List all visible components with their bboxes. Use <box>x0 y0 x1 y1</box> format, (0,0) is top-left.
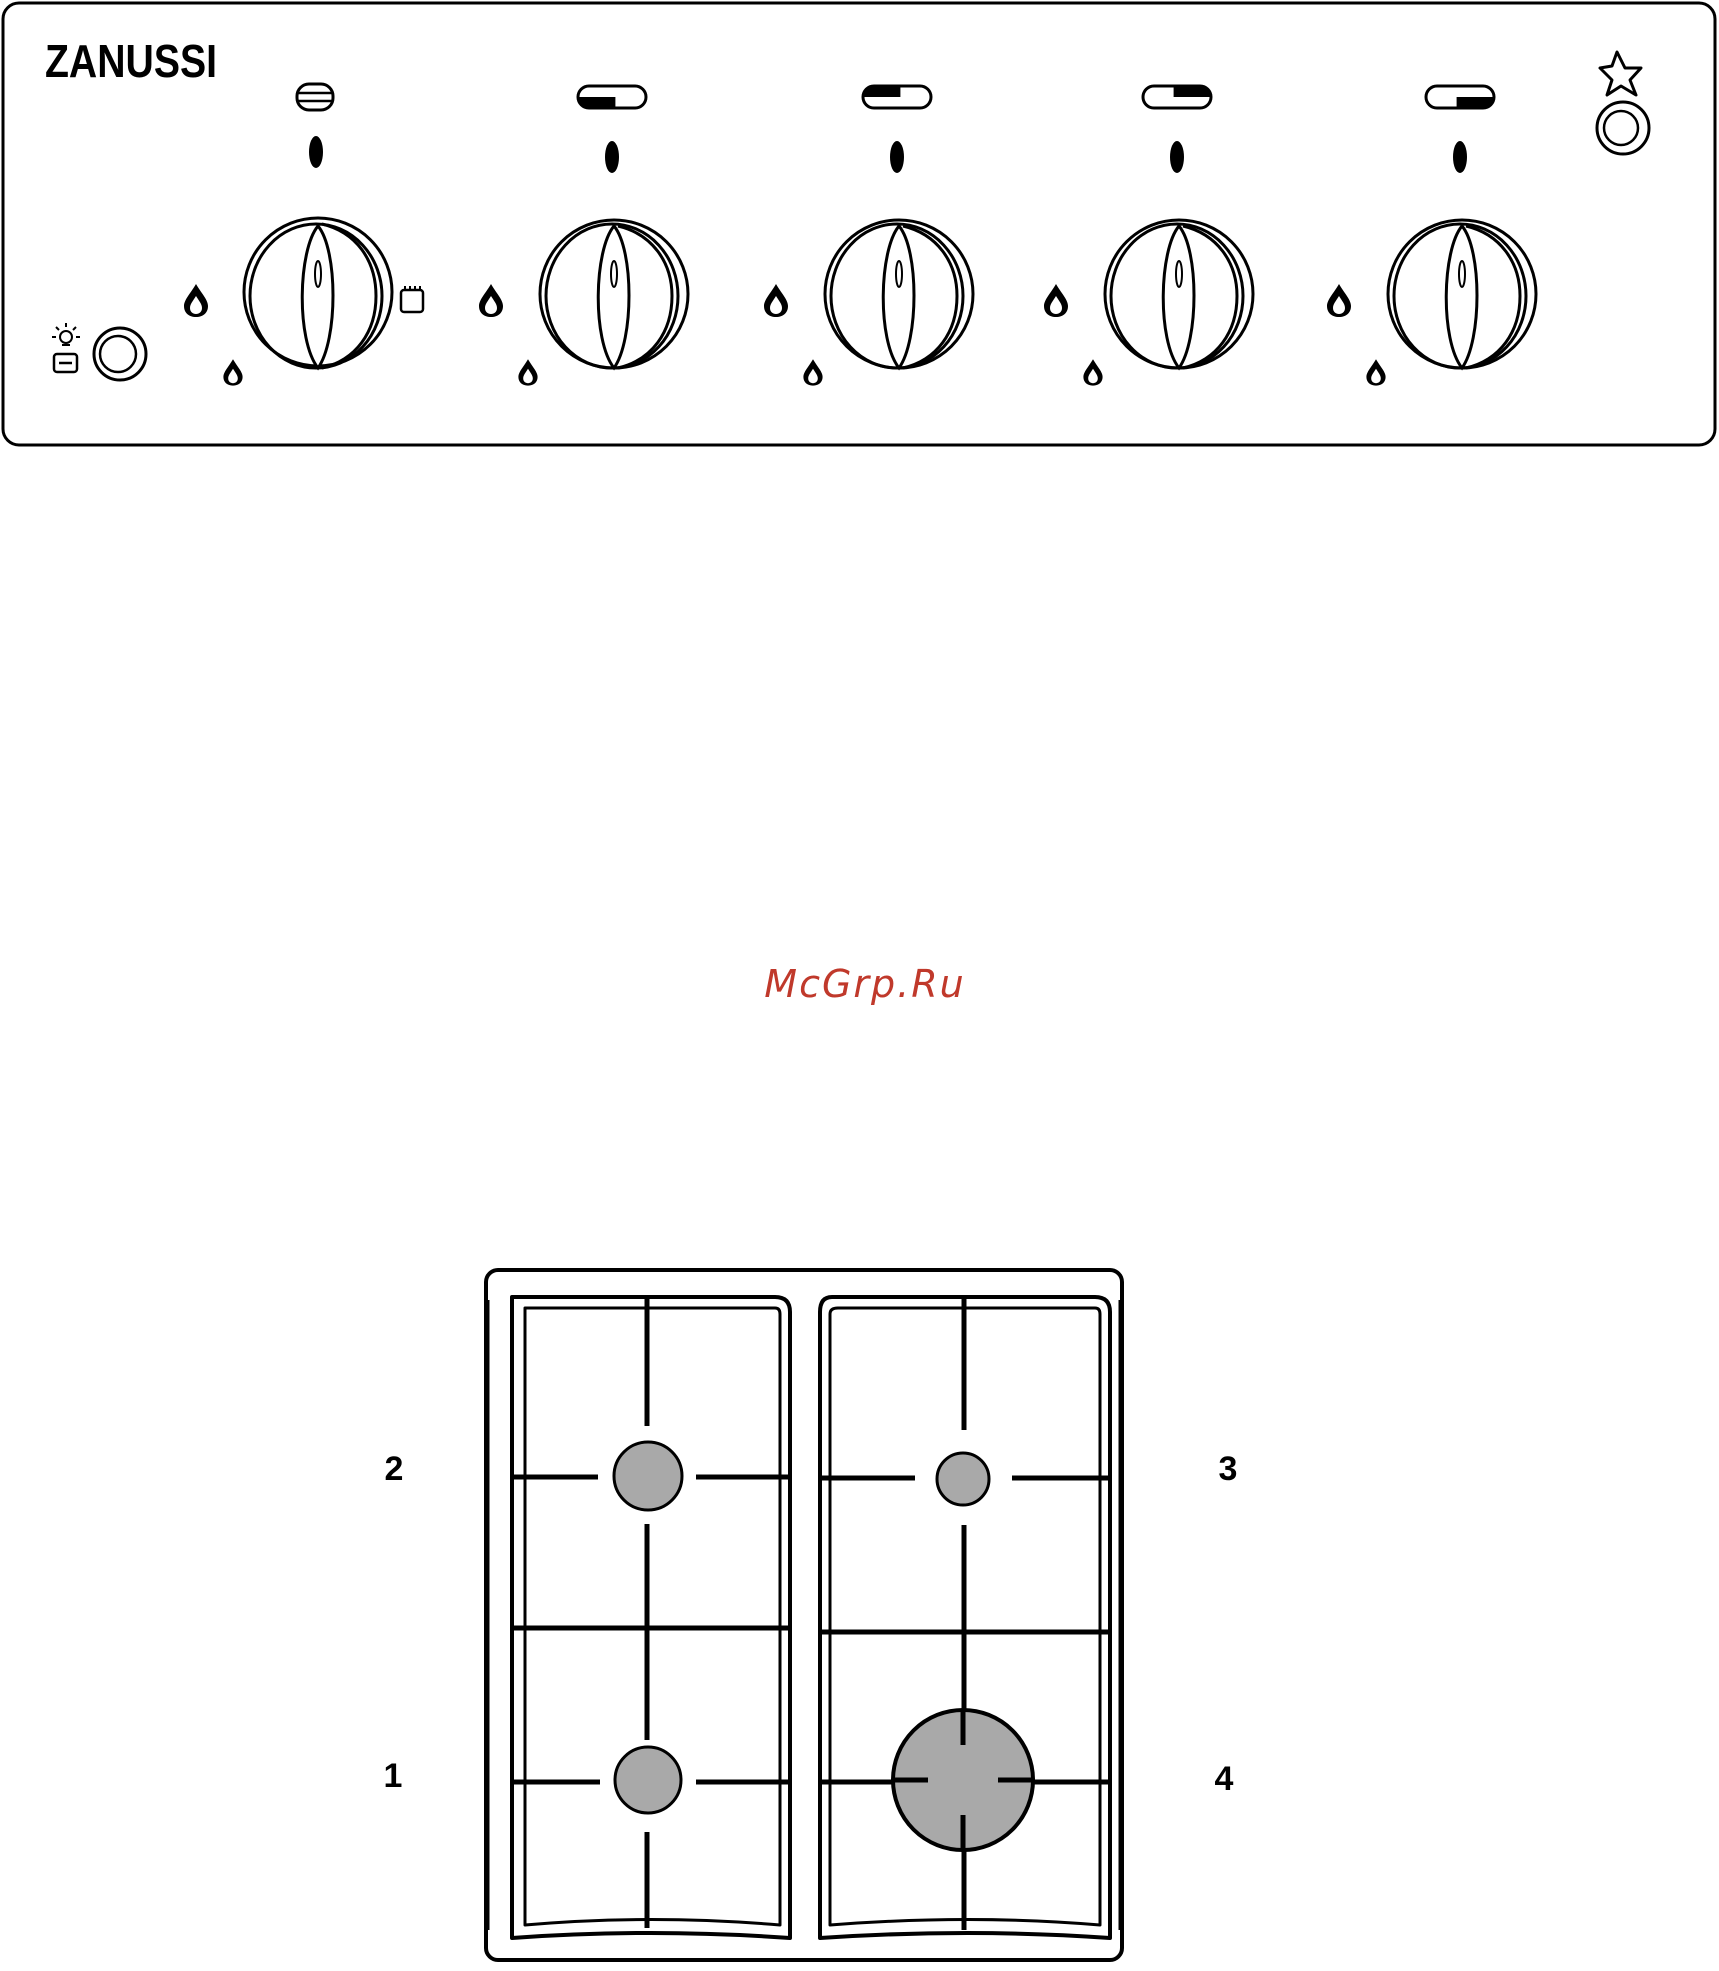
burner-2 <box>614 1442 682 1510</box>
oven-lamp-icon <box>54 354 77 372</box>
indicator-dot <box>605 141 619 173</box>
burner-label-3: 3 <box>1219 1450 1238 1488</box>
burner-3 <box>937 1453 989 1505</box>
watermark: McGrp.Ru <box>764 962 965 1006</box>
burner-3-knob[interactable] <box>1105 220 1253 368</box>
oven-light-button[interactable] <box>94 328 146 380</box>
burner-4 <box>893 1710 1033 1850</box>
indicator-dot <box>1170 141 1184 173</box>
hob-diagram: 2 3 1 4 <box>384 1270 1238 1960</box>
indicator-dot <box>309 136 323 168</box>
burner-1-knob[interactable] <box>540 220 688 368</box>
burner-label-1: 1 <box>384 1757 403 1795</box>
oven-knob[interactable] <box>244 218 392 368</box>
ignition-button[interactable] <box>1597 102 1649 154</box>
burner-2-knob[interactable] <box>825 220 973 368</box>
indicator-dot <box>890 141 904 173</box>
oven-symbol-icon <box>297 84 333 110</box>
grill-icon <box>401 286 423 312</box>
brand-logo: ZANUSSI <box>45 35 217 87</box>
burner-label-4: 4 <box>1215 1760 1234 1798</box>
indicator-dot <box>1453 141 1467 173</box>
burner-label-2: 2 <box>385 1450 404 1488</box>
burner-1 <box>615 1747 681 1813</box>
burner-4-knob[interactable] <box>1388 220 1536 368</box>
